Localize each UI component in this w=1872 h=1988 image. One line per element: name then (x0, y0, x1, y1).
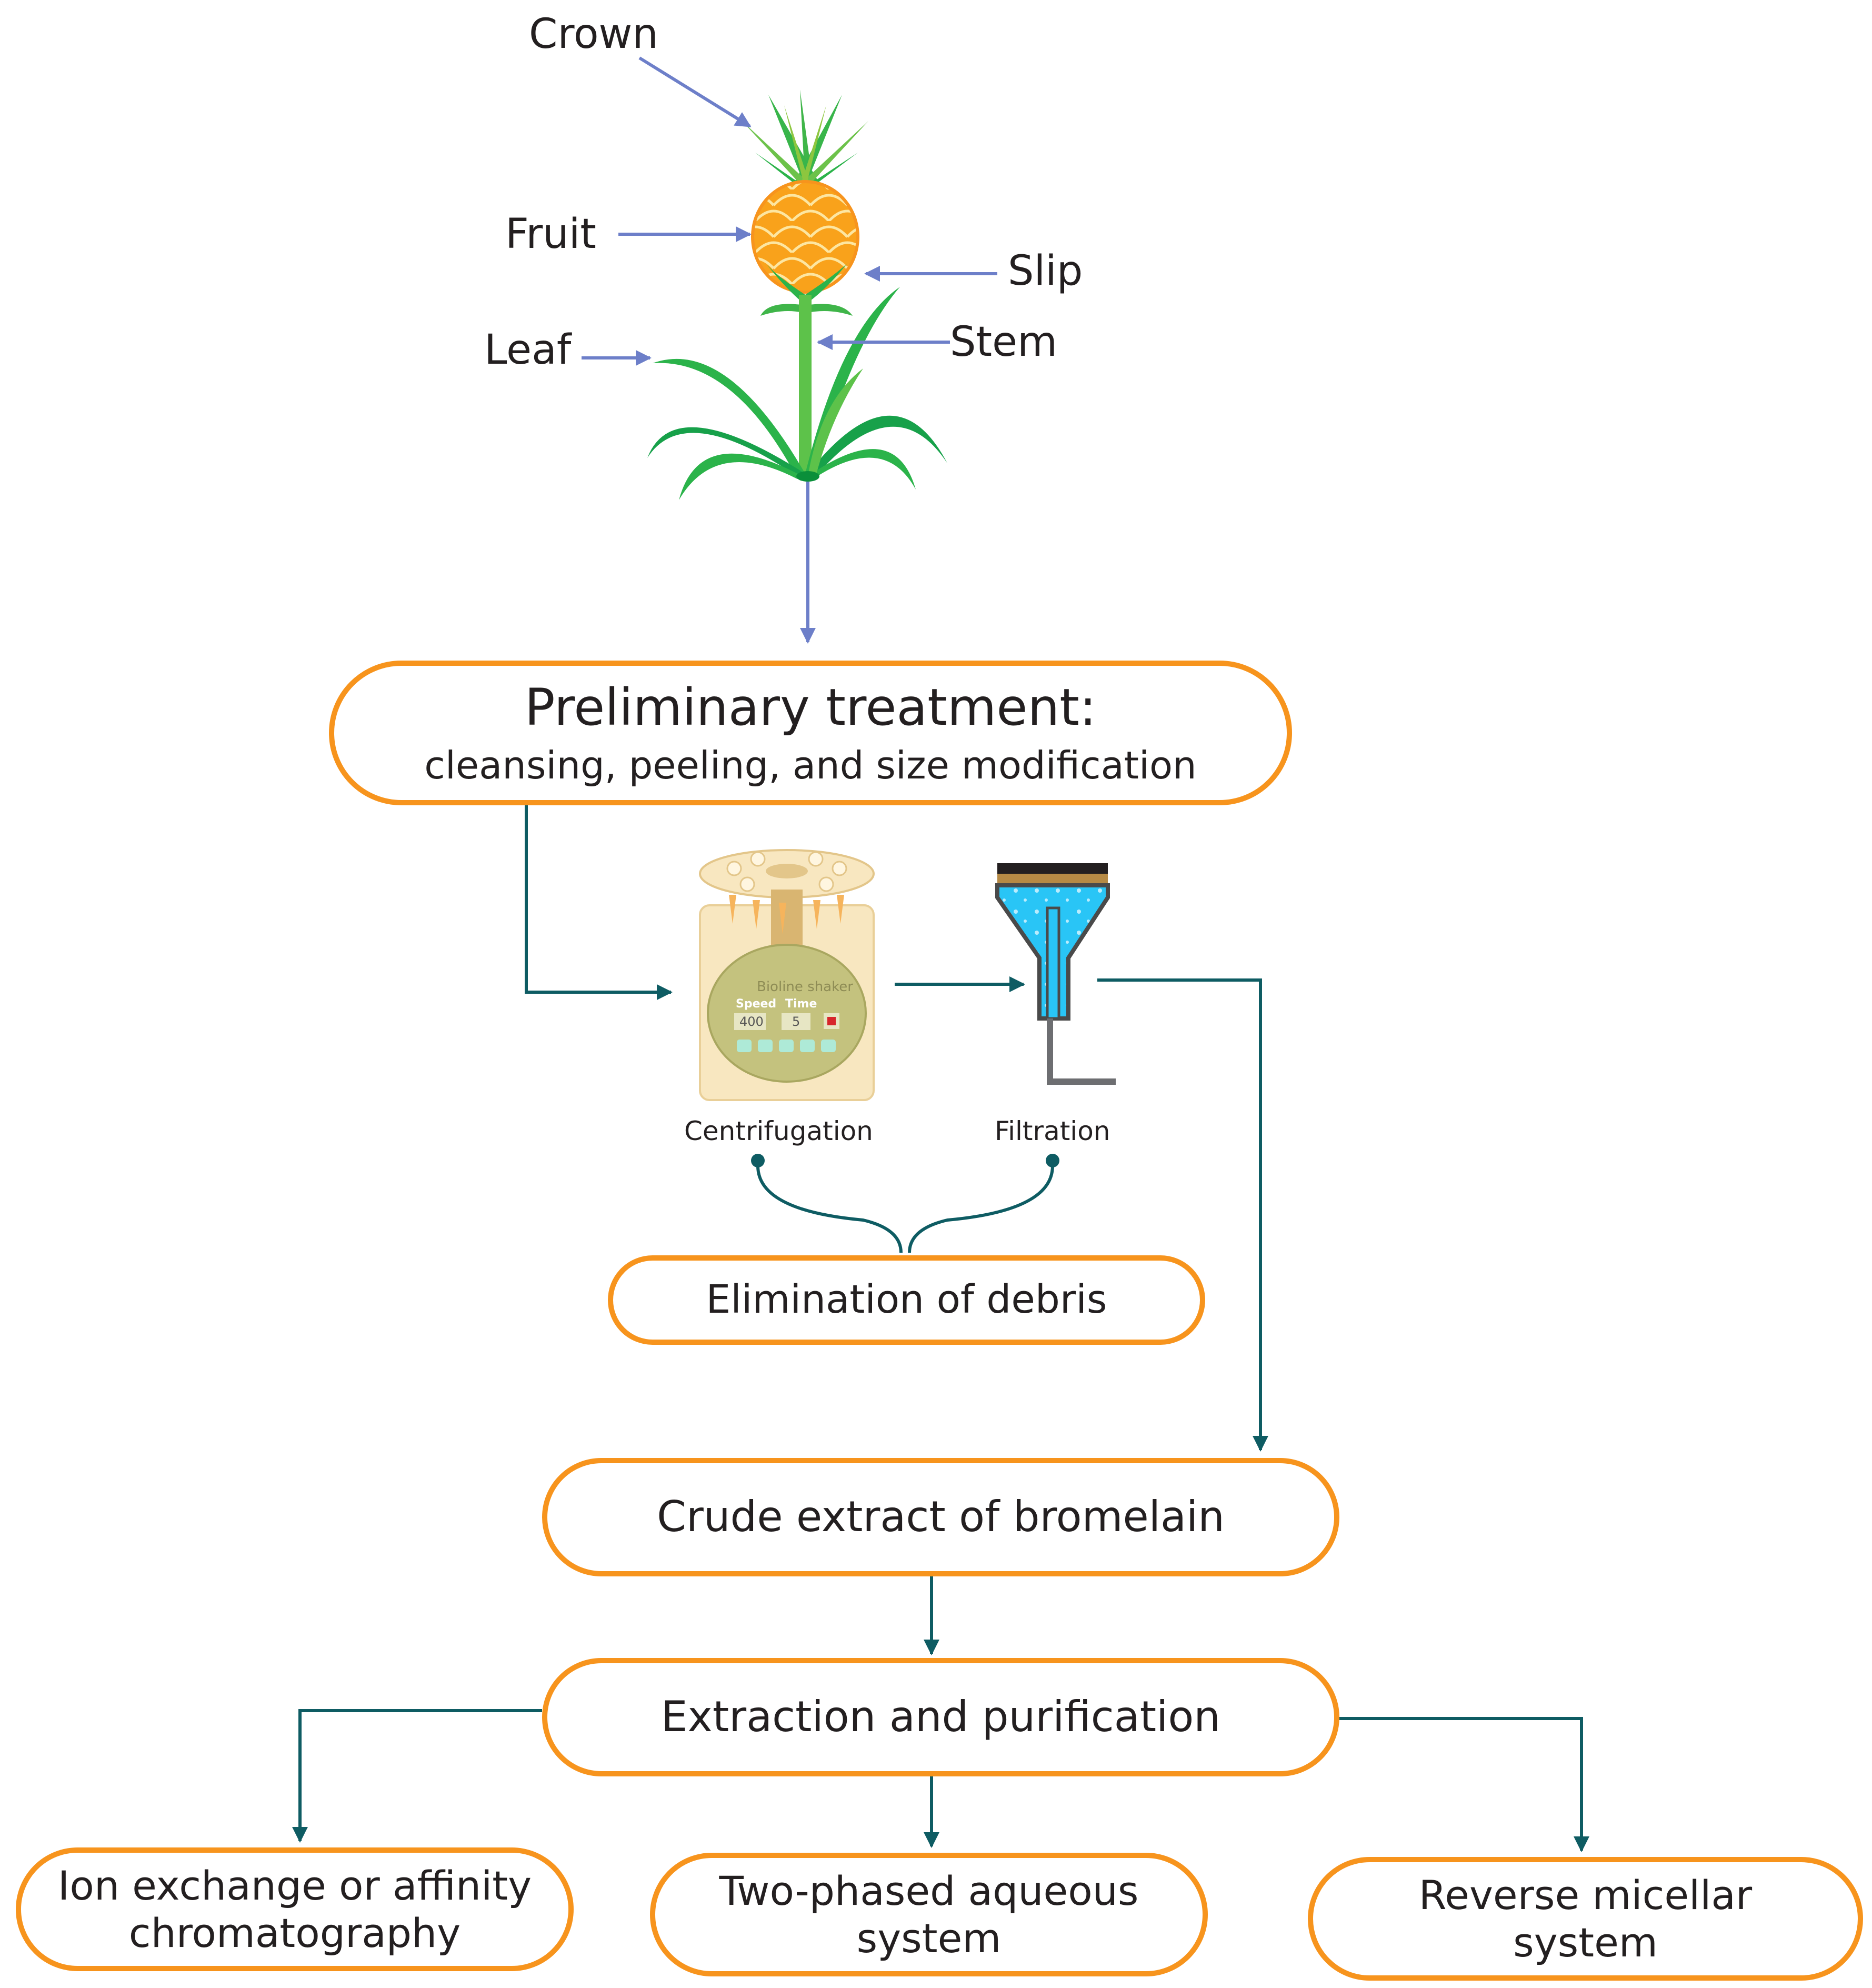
crown-arrow (638, 56, 752, 128)
bracket-left (756, 1165, 903, 1253)
crown-label: Crown (529, 11, 658, 58)
preliminary-treatment-box: Preliminary treatment: cleansing, peelin… (329, 661, 1292, 805)
centrifuge-illustration (699, 849, 875, 1101)
preliminary-treatment-subtitle: cleansing, peeling, and size modificatio… (424, 743, 1197, 787)
fruit-label: Fruit (505, 211, 596, 258)
filtration-funnel-illustration (995, 863, 1116, 1085)
preliminary-treatment-title: Preliminary treatment: (524, 678, 1097, 737)
elimination-of-debris-box: Elimination of debris (608, 1255, 1205, 1345)
pineapple-plant-illustration (647, 89, 947, 500)
centrifuge-speed-value: 400 (739, 1014, 764, 1029)
slip-leaves (760, 263, 853, 316)
ion-exchange-box: Ion exchange or affinity chromatography (16, 1847, 574, 1971)
slip-label: Slip (1008, 247, 1083, 295)
crude-extract-box: Crude extract of bromelain (542, 1458, 1339, 1576)
process-flow-arrows (292, 803, 1589, 1852)
treatment-to-centrifuge-arrow (525, 803, 673, 1000)
filtration-to-crude-extract-arrow (1097, 978, 1268, 1452)
filtration-label: Filtration (995, 1116, 1110, 1146)
centrifugation-label: Centrifugation (684, 1116, 873, 1146)
centrifugation-connector-dot (751, 1154, 765, 1167)
pineapple-fruit (751, 180, 859, 294)
crude-extract-label: Crude extract of bromelain (657, 1492, 1225, 1542)
plant-stem (799, 295, 812, 474)
stem-label: Stem (950, 318, 1058, 366)
reverse-micellar-box: Reverse micellar system (1308, 1857, 1863, 1981)
reverse-micellar-line2: system (1513, 1919, 1658, 1966)
bracket-right (908, 1165, 1054, 1253)
two-phased-line2: system (856, 1914, 1002, 1962)
centrifuge-speed-label: Speed (736, 997, 777, 1011)
filtration-connector-dot (1046, 1154, 1059, 1167)
leaf-label: Leaf (484, 326, 572, 374)
extraction-purification-label: Extraction and purification (660, 1692, 1220, 1742)
centrifuge-time-value: 5 (792, 1014, 800, 1029)
ion-exchange-line2: chromatography (128, 1909, 461, 1956)
two-phased-aqueous-box: Two-phased aqueous system (650, 1853, 1208, 1976)
plant-label-arrows (582, 56, 997, 644)
to-ion-exchange-arrow (292, 1709, 542, 1843)
extraction-purification-box: Extraction and purification (542, 1658, 1339, 1776)
two-phased-line1: Two-phased aqueous (719, 1867, 1139, 1914)
to-reverse-micellar-arrow (1339, 1717, 1589, 1852)
reverse-micellar-line1: Reverse micellar (1418, 1871, 1753, 1919)
centrifuge-time-label: Time (785, 997, 817, 1011)
crown-leaves (742, 89, 868, 192)
ion-exchange-line1: Ion exchange or affinity (57, 1862, 532, 1909)
centrifuge-brand: Bioline shaker (757, 979, 853, 995)
plant-leaves (647, 287, 947, 500)
elimination-of-debris-label: Elimination of debris (706, 1277, 1107, 1323)
